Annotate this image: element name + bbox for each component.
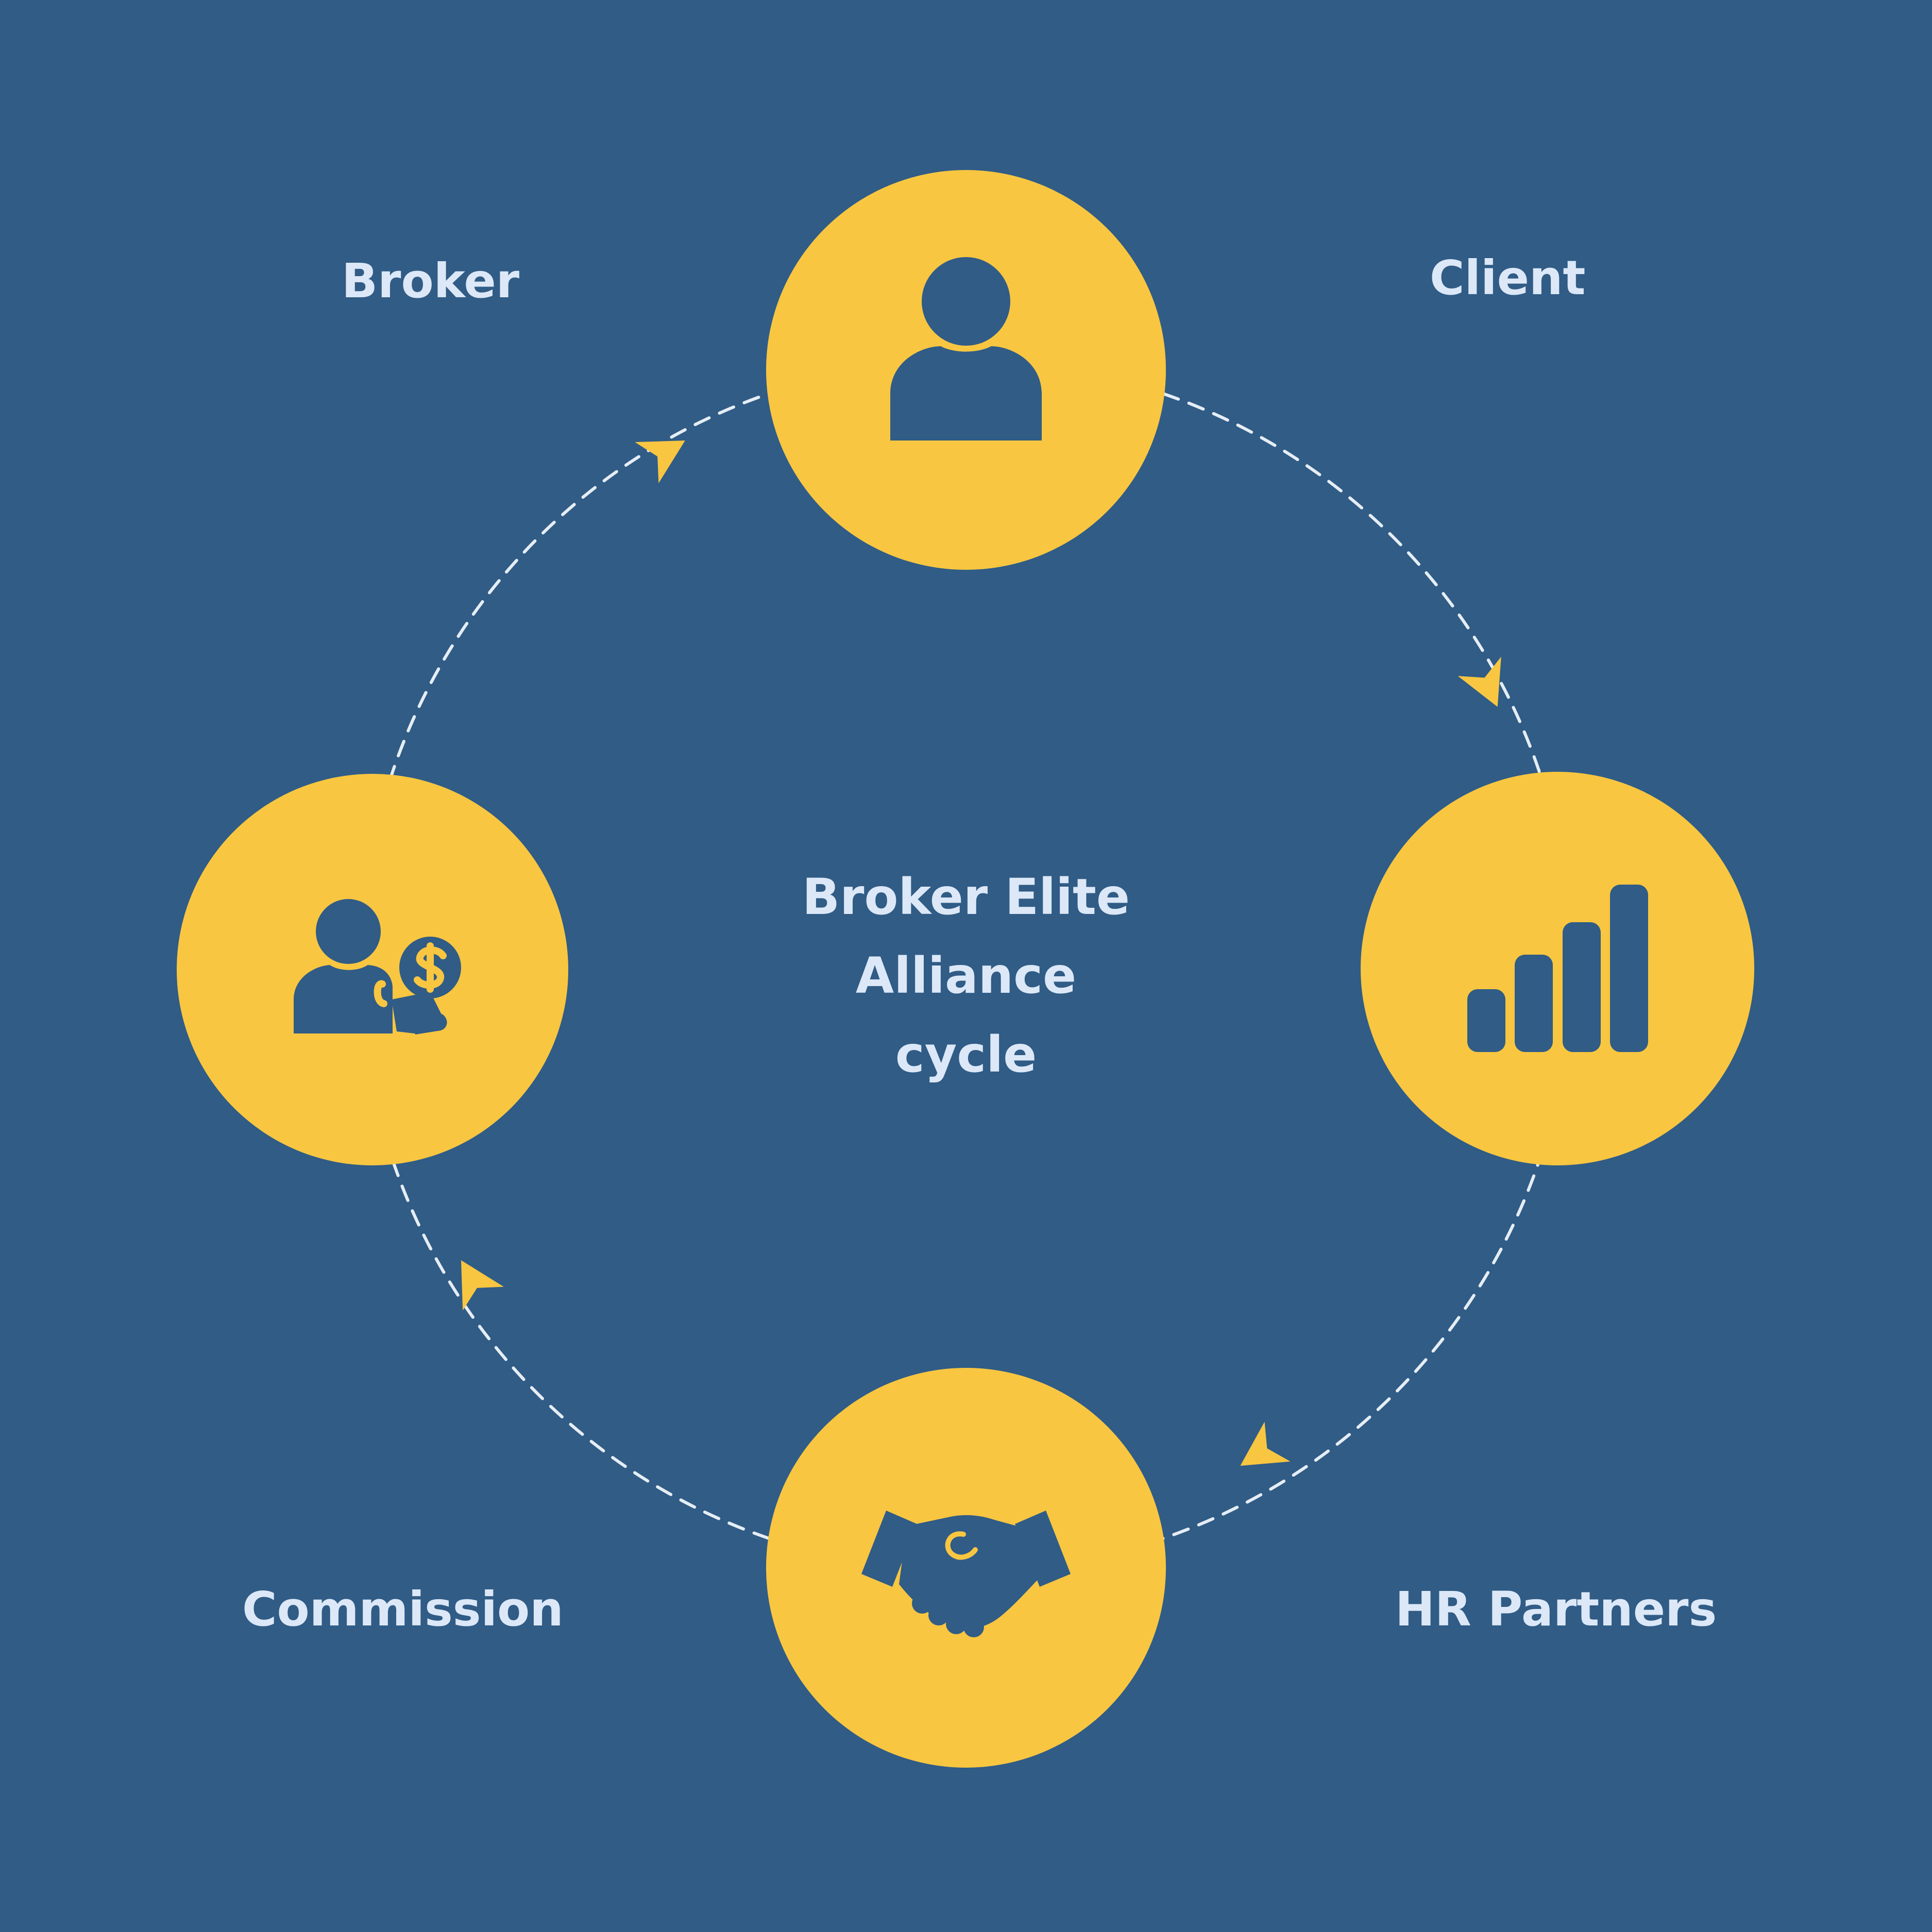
title-line-2: Alliance (855, 947, 1077, 1005)
arrow-bottom-to-left (461, 1260, 504, 1311)
bar-chart-icon (1467, 885, 1648, 1052)
node-hr-partners (1361, 772, 1754, 1165)
arrow-top-to-right (1458, 656, 1501, 707)
node-broker (177, 774, 568, 1165)
title-line-1: Broker Elite (802, 868, 1130, 926)
label-broker: Broker (342, 253, 520, 309)
diagram-title: Broker Elite Alliance cycle (708, 858, 1224, 1094)
label-commission: Commission (242, 1582, 564, 1637)
label-hr-partners: HR Partners (1395, 1582, 1717, 1637)
arrow-left-to-top (635, 440, 685, 483)
person-money-icon (294, 899, 461, 1035)
person-icon (890, 257, 1042, 440)
title-line-3: cycle (895, 1026, 1037, 1083)
node-client (766, 170, 1166, 570)
node-commission (766, 1368, 1166, 1768)
arrow-right-to-bottom (1240, 1421, 1291, 1466)
handshake-icon (861, 1511, 1071, 1637)
label-client: Client (1430, 250, 1586, 306)
